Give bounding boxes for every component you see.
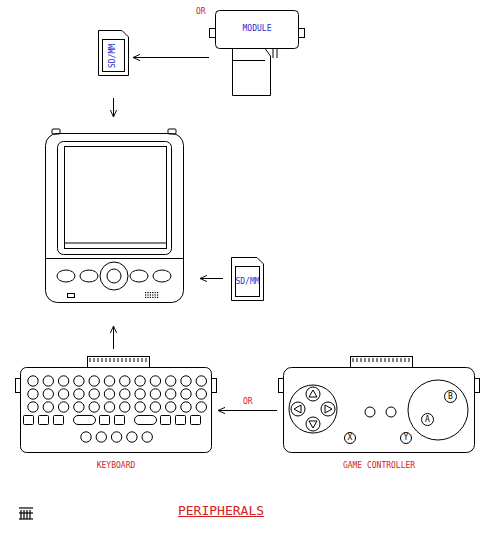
alternative-arrow [133, 57, 209, 58]
button-letter: Y [404, 434, 409, 442]
edge-label: OR [195, 8, 207, 16]
part-name: GAME CONTROLLER [343, 462, 415, 470]
edge-label: OR [242, 398, 254, 406]
insert-arrow [200, 278, 223, 279]
button-letter: X [348, 434, 353, 442]
memory-card: SD/MM [98, 30, 129, 76]
button-letter: A [425, 416, 430, 424]
part-name: KEYBOARD [97, 462, 136, 470]
handheld-device [46, 129, 184, 303]
controller-body [279, 357, 480, 453]
alternative-arrow [218, 410, 277, 411]
part-label: SD/MM [235, 278, 259, 286]
controller-button: X [344, 432, 356, 444]
part-label: SD/MM [110, 43, 118, 67]
drawing-title: PERIPHERALS [177, 504, 265, 517]
controller-button: Y [400, 432, 412, 444]
module-outline [213, 10, 301, 96]
expansion-module: MODULE [213, 10, 301, 96]
attach-arrow [113, 326, 114, 349]
insert-arrow [113, 98, 114, 117]
keyboard-body [16, 357, 217, 453]
button-letter: B [448, 393, 453, 401]
game-controller: GAME CONTROLLER B A X Y [281, 350, 477, 472]
controller-button: B [444, 390, 457, 403]
keyboard: KEYBOARD [18, 350, 214, 472]
controller-button: A [421, 413, 434, 426]
logo-symbol [19, 508, 33, 519]
memory-card: SD/MM [231, 257, 264, 301]
part-label: MODULE [243, 25, 272, 33]
